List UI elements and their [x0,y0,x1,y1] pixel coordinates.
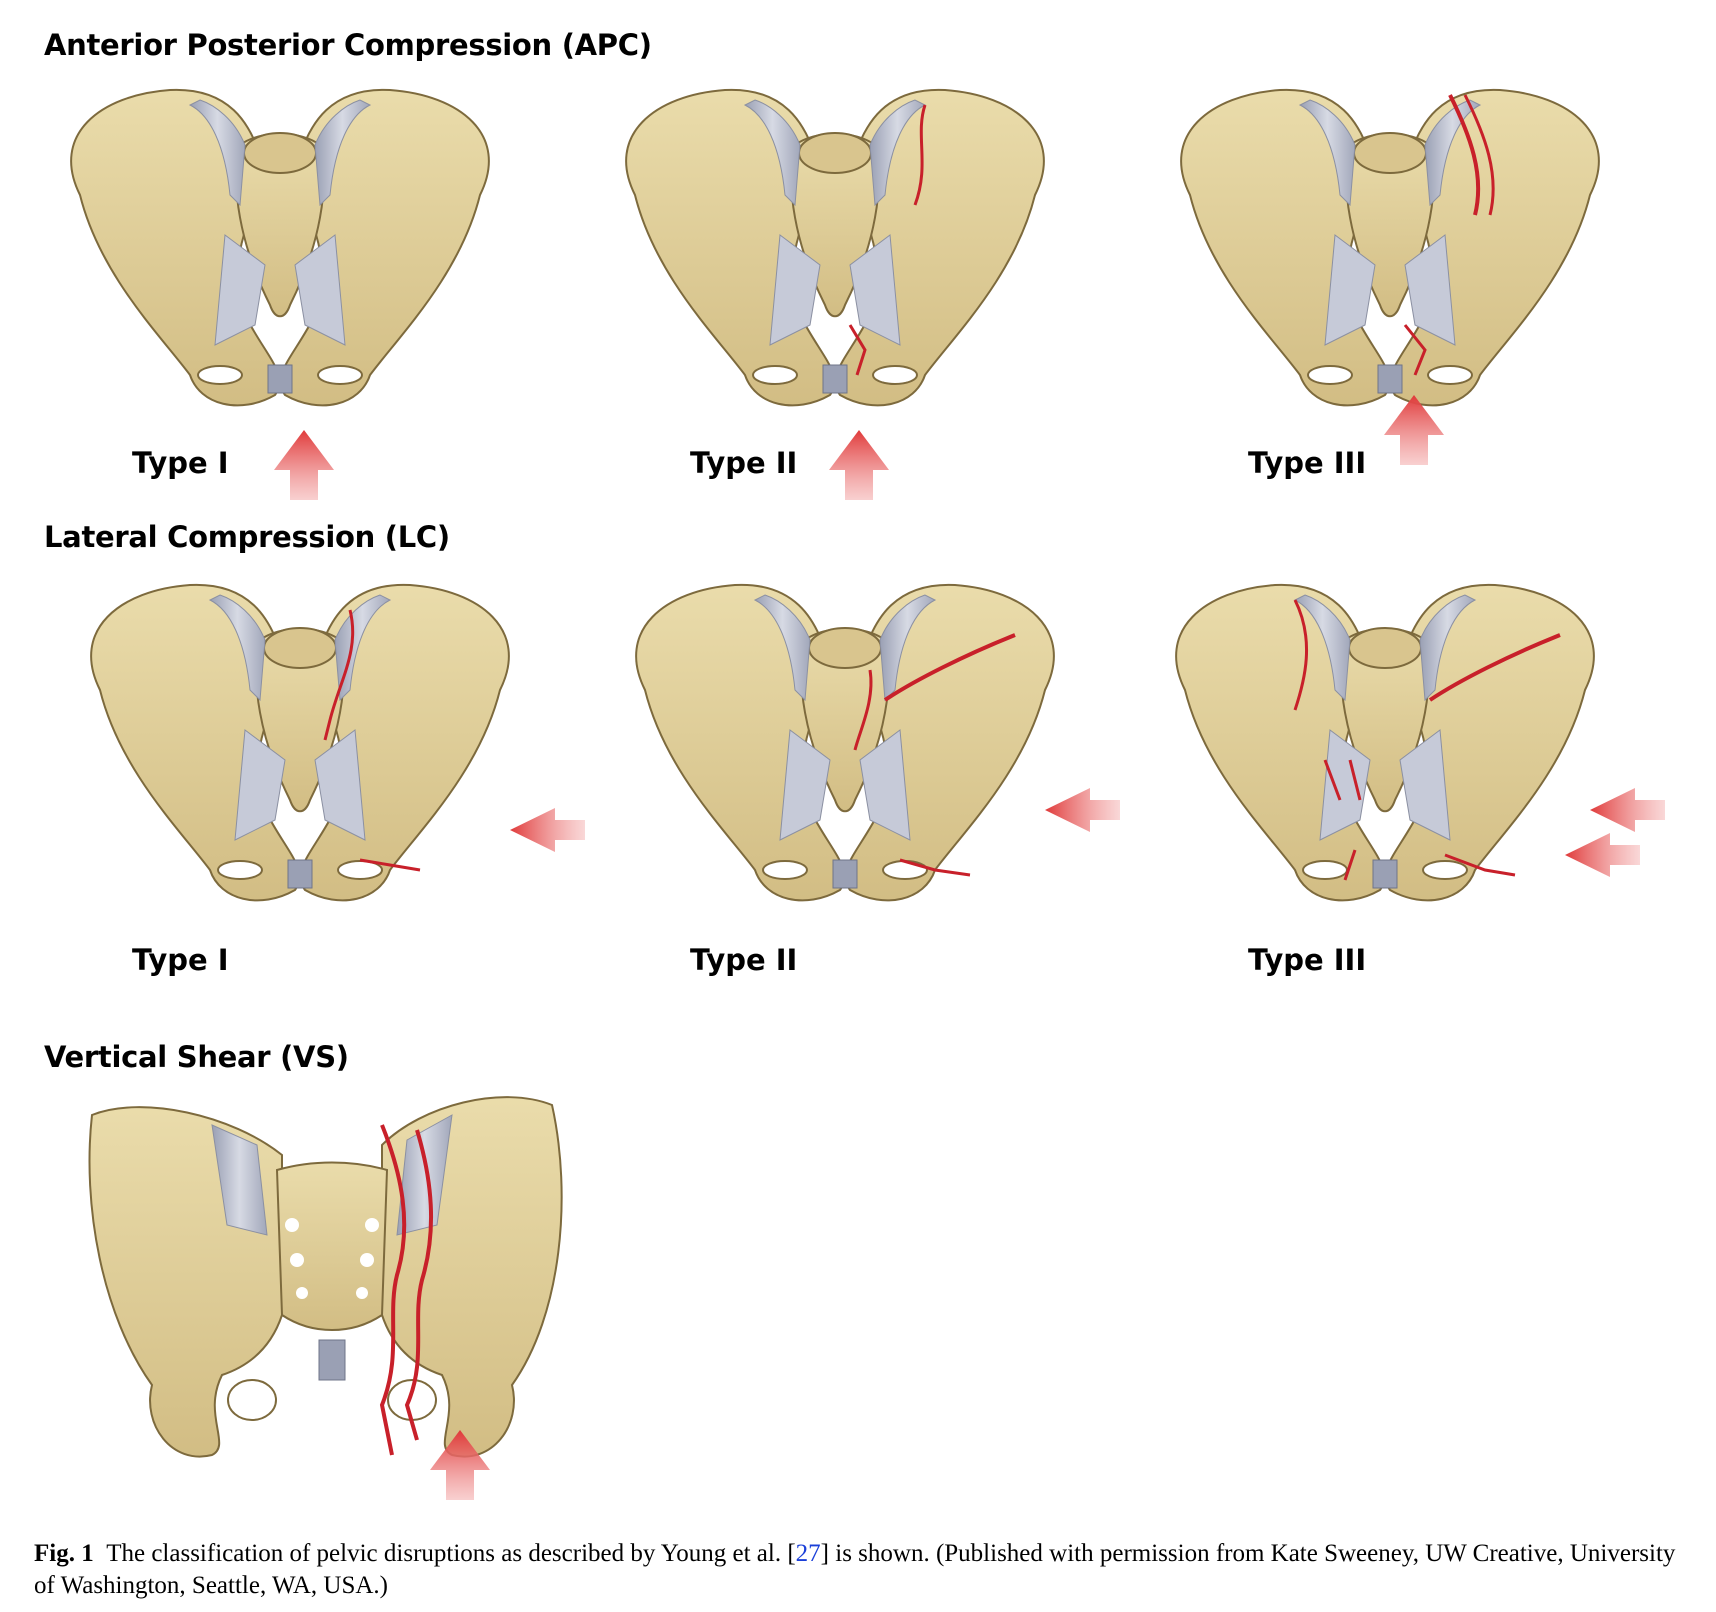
red-arrow-left-icon [510,808,585,852]
apc-type-2-diagram [625,88,1045,500]
fracture-line-icon [1428,633,1561,702]
apc-type-1-label: Type I [132,446,229,480]
red-arrow-left-icon [1565,833,1640,877]
fracture-line-icon [913,104,927,206]
red-arrow-left-icon [1590,788,1665,832]
vs-diagram [88,1096,563,1500]
fracture-line-icon [379,1124,407,1456]
apc-type-2-label: Type II [690,446,798,480]
caption-text-1: The classification of pelvic disruptions… [106,1540,796,1567]
apc-type-3-diagram [1180,88,1600,465]
lc-type-3-diagram [1175,583,1665,902]
red-arrow-left-icon [1045,788,1120,832]
lc-type-2-diagram [635,583,1120,902]
reference-link[interactable]: 27 [795,1540,821,1567]
red-arrow-up-icon [829,430,889,500]
figure-label: Fig. 1 [34,1540,94,1567]
lc-type-1-label: Type I [132,943,229,977]
apc-type-3-label: Type III [1248,446,1367,480]
lc-type-2-label: Type II [690,943,798,977]
apc-type-1-diagram [70,88,490,500]
lc-type-1-diagram [90,583,585,902]
vs-heading: Vertical Shear (VS) [44,1040,349,1074]
apc-heading: Anterior Posterior Compression (APC) [44,28,652,62]
figure-caption: Fig. 1 The classification of pelvic disr… [34,1538,1684,1602]
fracture-line-icon [883,633,1016,702]
fracture-line-icon [323,609,355,741]
lc-heading: Lateral Compression (LC) [44,520,450,554]
lc-type-3-label: Type III [1248,943,1367,977]
red-arrow-up-icon [274,430,334,500]
fracture-line-icon [1448,94,1481,216]
caption-text-2: ] is shown. (Published with permission f… [34,1540,1676,1599]
